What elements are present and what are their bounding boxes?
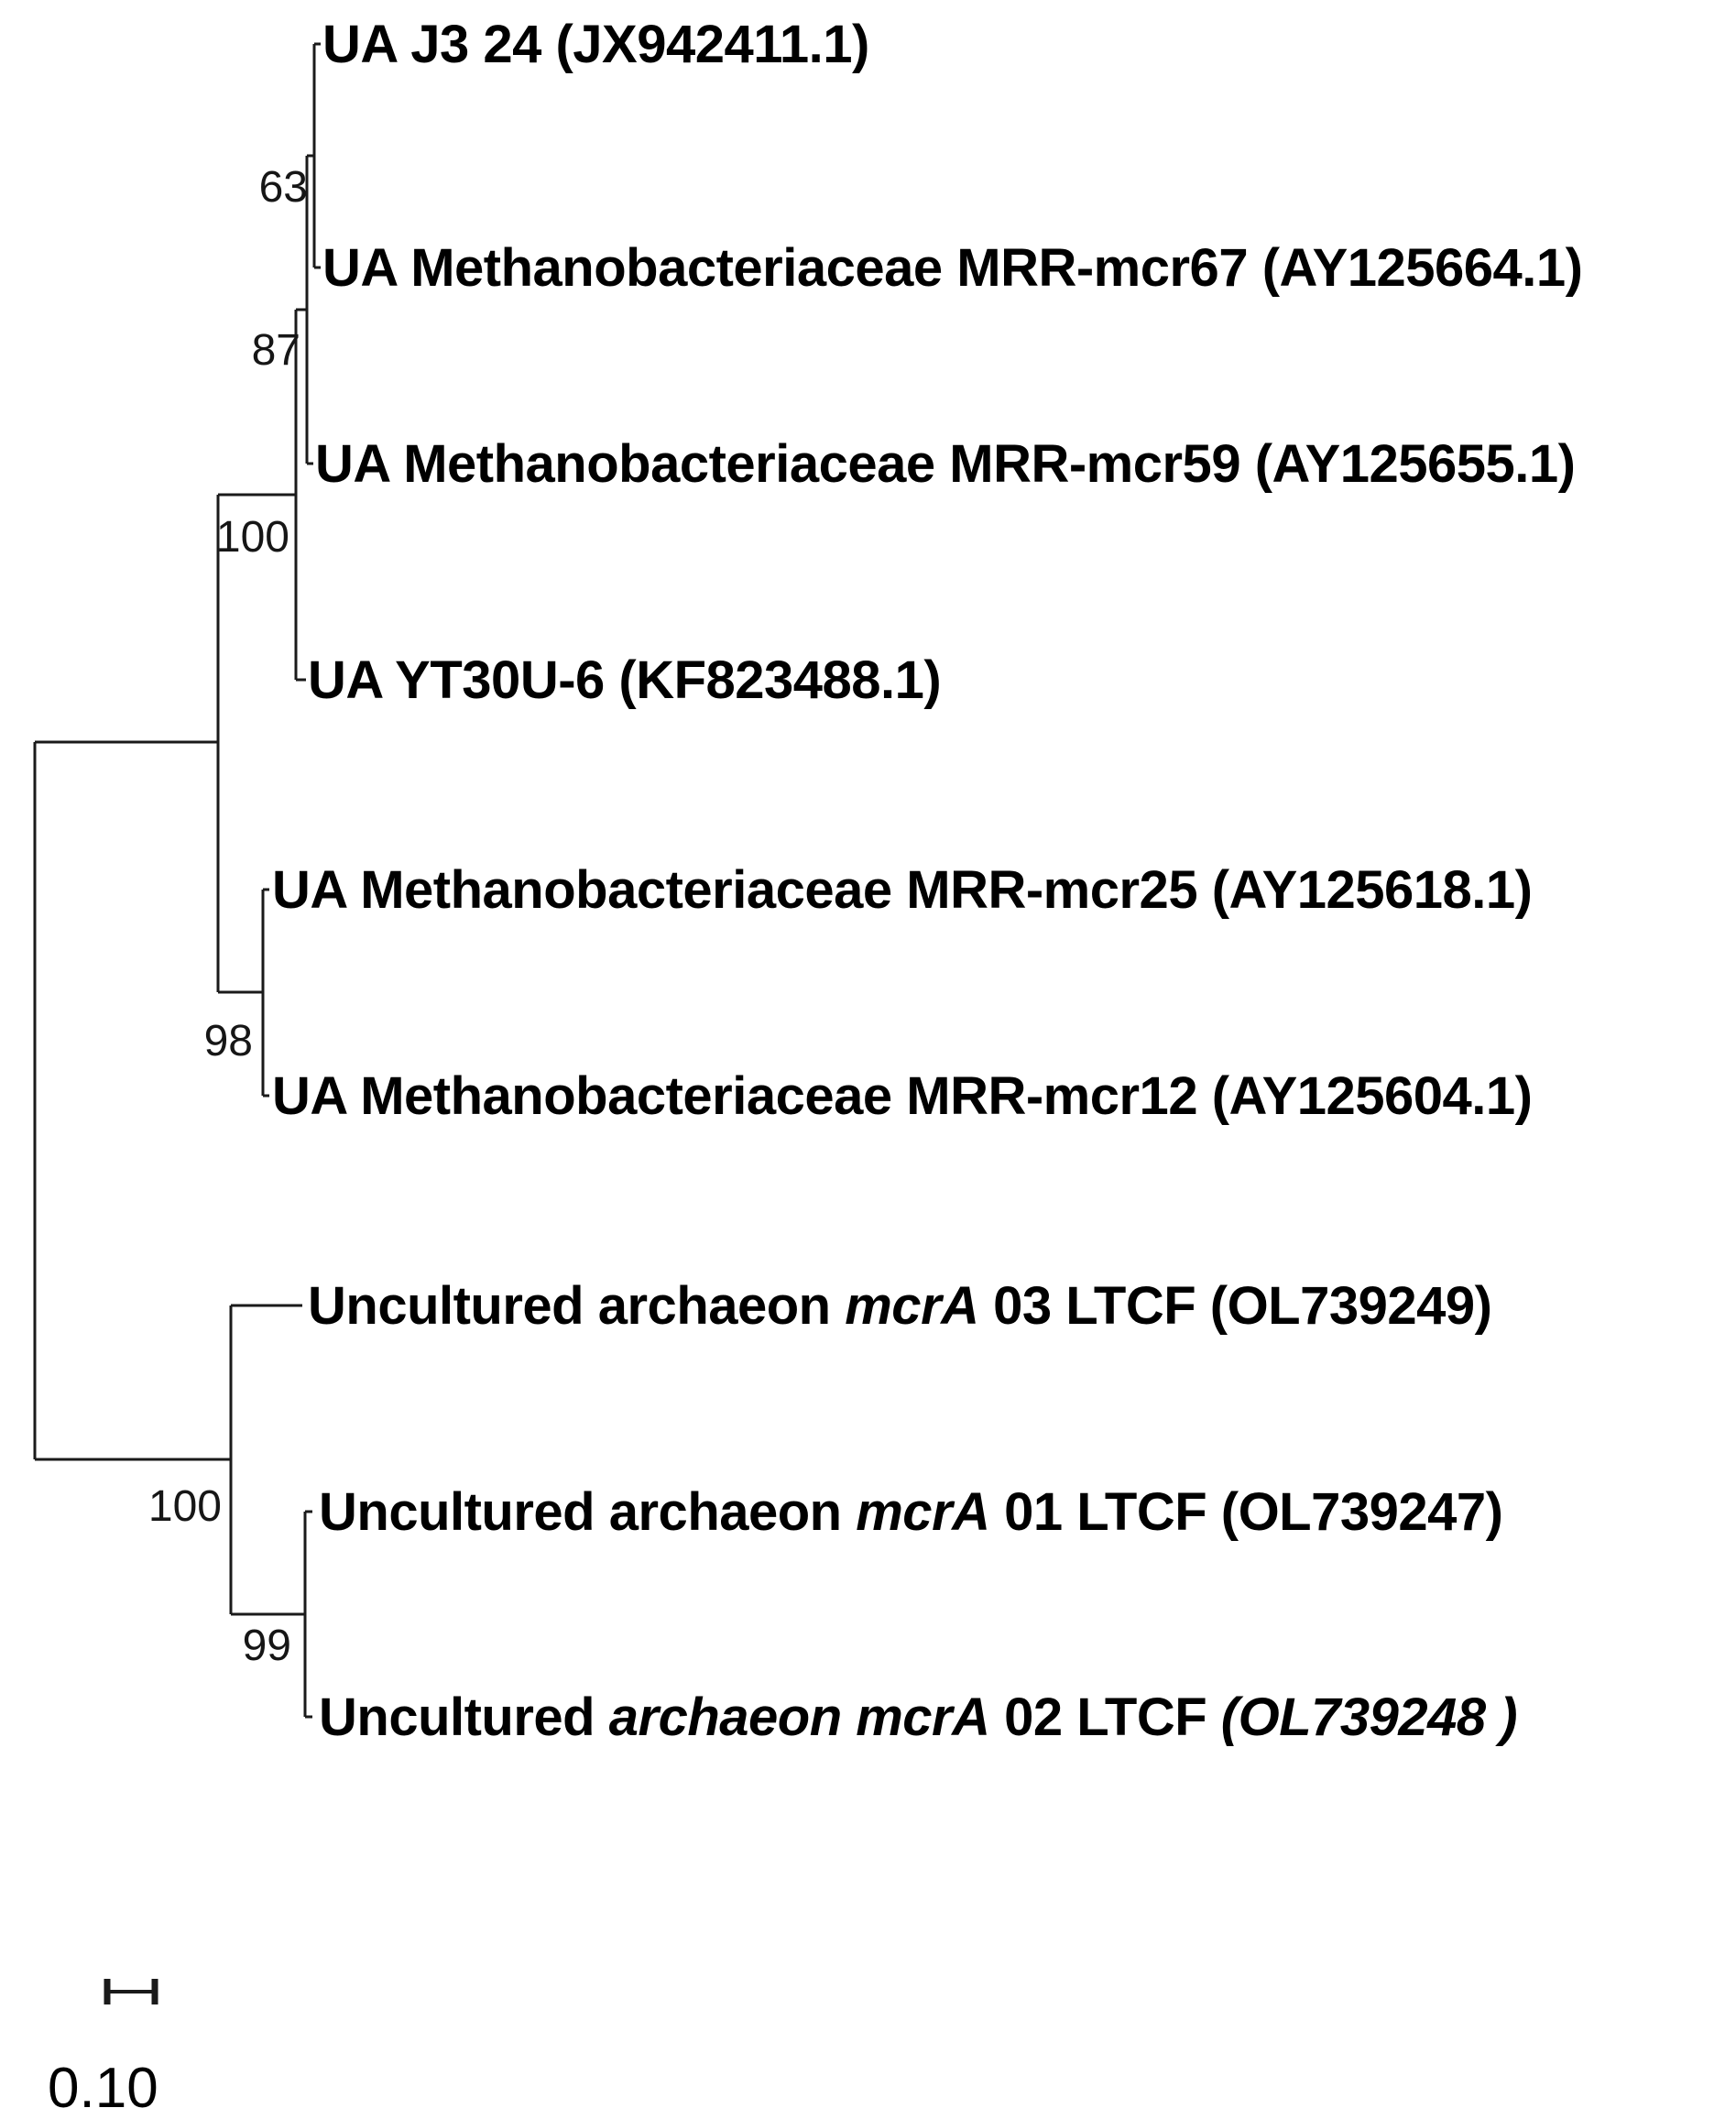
branches-layer: [33, 42, 321, 1719]
bootstrap-value-label: 100: [216, 513, 289, 562]
bootstrap-value-label: 99: [243, 1622, 291, 1670]
taxon-label: UA Methanobacteriaceae MRR-mcr25 (AY1256…: [272, 860, 1532, 920]
taxon-label: UA J3 24 (JX942411.1): [322, 15, 869, 74]
taxon-label: Uncultured archaeon mcrA 03 LTCF (OL7392…: [308, 1276, 1491, 1336]
bootstrap-value-label: 63: [259, 163, 308, 212]
taxon-label: Uncultured archaeon mcrA 02 LTCF (OL7392…: [319, 1688, 1517, 1747]
bootstrap-value-label: 100: [148, 1482, 222, 1531]
taxon-label: UA YT30U-6 (KF823488.1): [308, 650, 941, 710]
taxon-label: UA Methanobacteriaceae MRR-mcr59 (AY1256…: [315, 434, 1575, 494]
bootstrap-value-label: 87: [252, 326, 300, 375]
taxa-layer: UA J3 24 (JX942411.1) UA Methanobacteriac…: [272, 15, 1583, 1747]
scale-bar-label: 0.10: [48, 2057, 158, 2119]
scale-bar: 0.10: [48, 1979, 158, 2119]
taxon-label: UA Methanobacteriaceae MRR-mcr12 (AY1256…: [272, 1066, 1532, 1126]
bootstrap-value-label: 98: [204, 1017, 253, 1065]
bootstrap-layer: 63 87 100 98 100 99: [148, 163, 308, 1670]
taxon-label: Uncultured archaeon mcrA 01 LTCF (OL7392…: [319, 1482, 1502, 1542]
taxon-label: UA Methanobacteriaceae MRR-mcr67 (AY1256…: [322, 238, 1582, 298]
